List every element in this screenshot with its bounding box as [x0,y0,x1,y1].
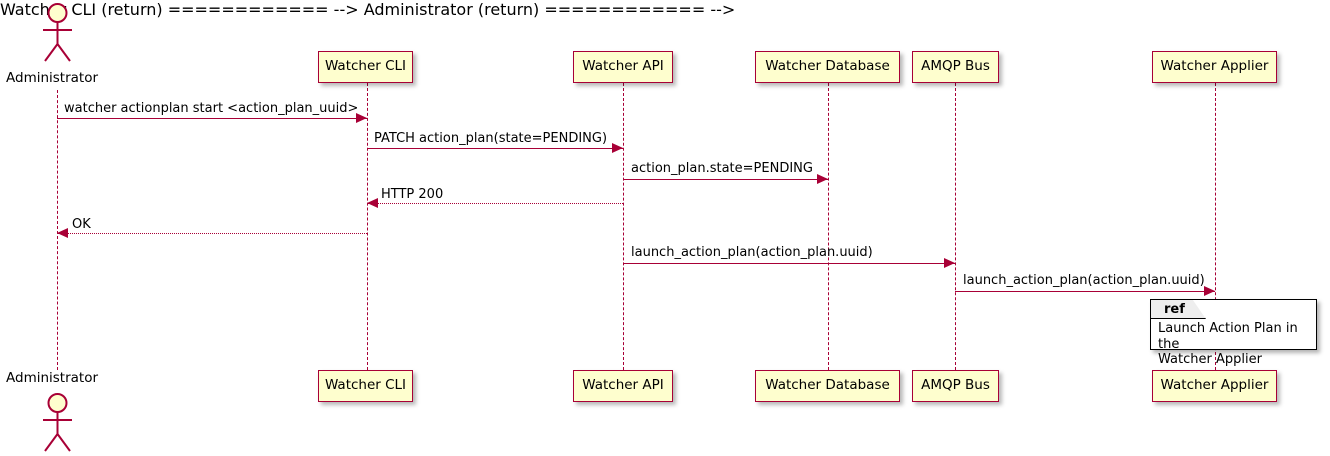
participant-amqp-bus-top[interactable]: AMQP Bus [912,51,999,83]
message-arrow-line-m1 [57,118,367,119]
message-arrow-line-m4 [367,203,623,204]
participant-watcher-database-bottom[interactable]: Watcher Database [755,370,900,402]
message-label-m3: action_plan.state=PENDING [631,161,813,176]
participant-watcher-api-top[interactable]: Watcher API [573,51,673,83]
lifeline-watcher-database [828,83,829,370]
participant-watcher-cli-top[interactable]: Watcher CLI [318,51,413,83]
lifeline-amqp-bus [955,83,956,370]
message-label-m6: launch_action_plan(action_plan.uuid) [631,245,873,260]
participant-watcher-database-top[interactable]: Watcher Database [755,51,900,83]
message-arrow-head-m6 [944,258,955,268]
actor-administrator-bottom[interactable] [38,392,78,454]
actor-label-administrator-bottom: Administrator [6,370,99,386]
message-arrow-line-m2 [367,148,623,149]
lifeline-watcher-applier [1215,83,1216,370]
message-arrow-head-m2 [612,143,623,153]
actor-label-administrator-top: Administrator [6,70,99,86]
message-arrow-head-m5 [57,228,68,238]
message-arrow-line-m6 [623,263,955,264]
message-arrow-line-m7 [955,291,1215,292]
message-label-m2: PATCH action_plan(state=PENDING) [374,131,608,146]
participant-watcher-cli-bottom[interactable]: Watcher CLI [318,370,413,402]
ref-fragment-body-text: Launch Action Plan in the Watcher Applie… [1158,321,1298,367]
lifeline-watcher-cli [367,83,368,370]
message-arrow-head-m3 [817,174,828,184]
lifeline-watcher-api [623,83,624,370]
actor-stick-figure-icon [43,393,72,452]
message-arrow-head-m1 [356,113,367,123]
message-arrow-line-m5 [57,233,367,234]
participant-watcher-api-bottom[interactable]: Watcher API [573,370,673,402]
ref-fragment-launch-action-plan[interactable]: ref Launch Action Plan in the Watcher Ap… [1150,299,1317,367]
message-label-m5: OK [72,217,91,232]
participant-watcher-applier-bottom[interactable]: Watcher Applier [1152,370,1277,402]
participant-watcher-applier-top[interactable]: Watcher Applier [1152,51,1277,83]
message-arrow-head-m4 [367,198,378,208]
message-label-m1: watcher actionplan start <action_plan_uu… [64,101,359,116]
ref-fragment-tab-label: ref [1151,300,1206,319]
message-arrow-line-m3 [623,179,828,180]
actor-administrator-top[interactable] [38,2,78,64]
message-label-m4: HTTP 200 [381,187,444,202]
message-label-m7: launch_action_plan(action_plan.uuid) [963,273,1205,288]
participant-amqp-bus-bottom[interactable]: AMQP Bus [912,370,999,402]
message-arrow-head-m7 [1204,286,1215,296]
actor-stick-figure-icon [43,3,72,62]
